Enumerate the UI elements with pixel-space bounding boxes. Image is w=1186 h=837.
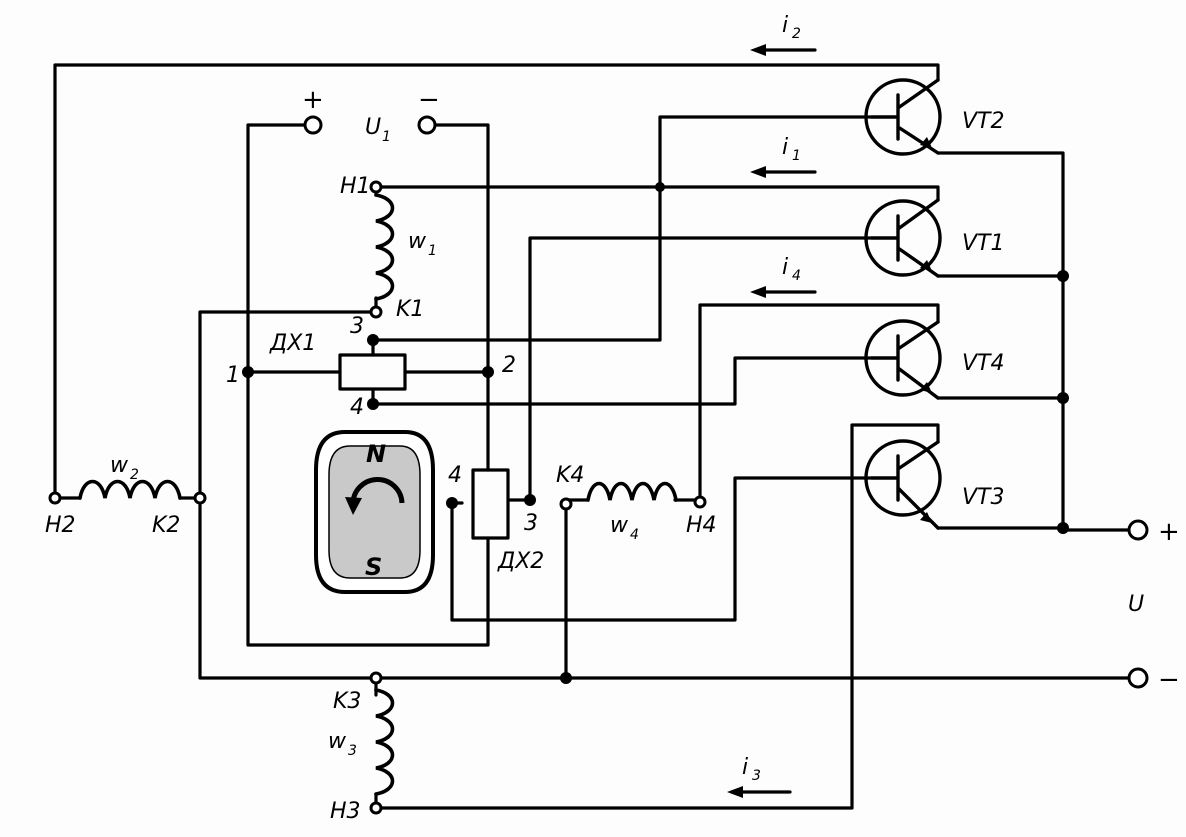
control-voltage-label: U bbox=[365, 115, 381, 140]
w4-start-label: H4 bbox=[686, 513, 717, 538]
i1-sub: 1 bbox=[792, 148, 801, 164]
i4-label: i bbox=[782, 255, 788, 280]
wiring bbox=[53, 63, 1137, 810]
w4-sub: 4 bbox=[630, 527, 639, 543]
i1-label: i bbox=[782, 135, 788, 160]
hall1-label: ДХ1 bbox=[269, 331, 316, 356]
hall2-label: ДХ2 bbox=[497, 549, 544, 574]
transistor-vt3 bbox=[864, 439, 942, 530]
vt2-label: VT2 bbox=[962, 109, 1005, 134]
w3-sub: 3 bbox=[348, 743, 357, 759]
w1-sub: 1 bbox=[428, 243, 437, 259]
coil-w3 bbox=[374, 688, 395, 796]
hall1-pin4: 4 bbox=[350, 395, 364, 420]
w1-end-label: K1 bbox=[396, 297, 424, 322]
junctions bbox=[242, 182, 1069, 684]
terminals bbox=[48, 115, 1149, 815]
w4-name: w bbox=[610, 513, 629, 538]
supply-minus-label: − bbox=[1158, 665, 1180, 695]
current-arrows bbox=[727, 44, 817, 798]
w2-sub: 2 bbox=[130, 467, 139, 483]
i2-sub: 2 bbox=[792, 26, 801, 42]
supply-plus-terminal bbox=[1127, 519, 1149, 541]
supply-voltage-label: U bbox=[1128, 592, 1144, 617]
i3-sub: 3 bbox=[752, 768, 761, 784]
i3-label: i bbox=[742, 755, 748, 780]
control-minus-terminal bbox=[417, 115, 437, 135]
vt3-label: VT3 bbox=[962, 485, 1005, 510]
hall-sensor-2 bbox=[471, 468, 510, 540]
hall1-pin3: 3 bbox=[350, 314, 364, 339]
transistor-vt2 bbox=[864, 78, 942, 156]
coil-w2 bbox=[78, 479, 182, 500]
w3-name: w bbox=[328, 729, 347, 754]
hall2-pin4: 4 bbox=[448, 463, 462, 488]
w2-start-label: H2 bbox=[45, 513, 76, 538]
hall-sensor-1 bbox=[338, 353, 407, 391]
control-plus-terminal bbox=[303, 115, 323, 135]
rotor-south-label: S bbox=[365, 553, 382, 581]
transistor-vt4 bbox=[864, 319, 942, 400]
control-minus-label: − bbox=[418, 85, 440, 115]
coil-w1 bbox=[374, 193, 395, 301]
hall1-pin2: 2 bbox=[502, 353, 516, 378]
vt1-label: VT1 bbox=[962, 231, 1005, 256]
rotor-magnet bbox=[314, 430, 435, 594]
vt4-label: VT4 bbox=[962, 351, 1005, 376]
rotation-arrow-icon bbox=[350, 477, 405, 506]
w4-end-label: K4 bbox=[556, 463, 584, 488]
w2-end-label: K2 bbox=[152, 513, 180, 538]
w2-name: w bbox=[110, 453, 129, 478]
supply-minus-terminal bbox=[1127, 667, 1149, 689]
w1-name: w bbox=[408, 229, 427, 254]
w1-start-label: H1 bbox=[340, 174, 371, 199]
control-plus-label: + bbox=[302, 85, 324, 115]
supply-plus-label: + bbox=[1158, 517, 1180, 547]
transistor-vt1 bbox=[864, 198, 942, 278]
w3-end-label: K3 bbox=[333, 689, 361, 714]
i4-sub: 4 bbox=[792, 268, 801, 284]
coil-w4 bbox=[586, 481, 678, 502]
rotor-north-label: N bbox=[366, 440, 386, 468]
hall1-pin1: 1 bbox=[226, 363, 240, 388]
i2-label: i bbox=[782, 13, 788, 38]
hall2-pin3: 3 bbox=[524, 511, 538, 536]
w3-start-label: H3 bbox=[330, 799, 361, 824]
control-voltage-sub: 1 bbox=[382, 129, 391, 145]
